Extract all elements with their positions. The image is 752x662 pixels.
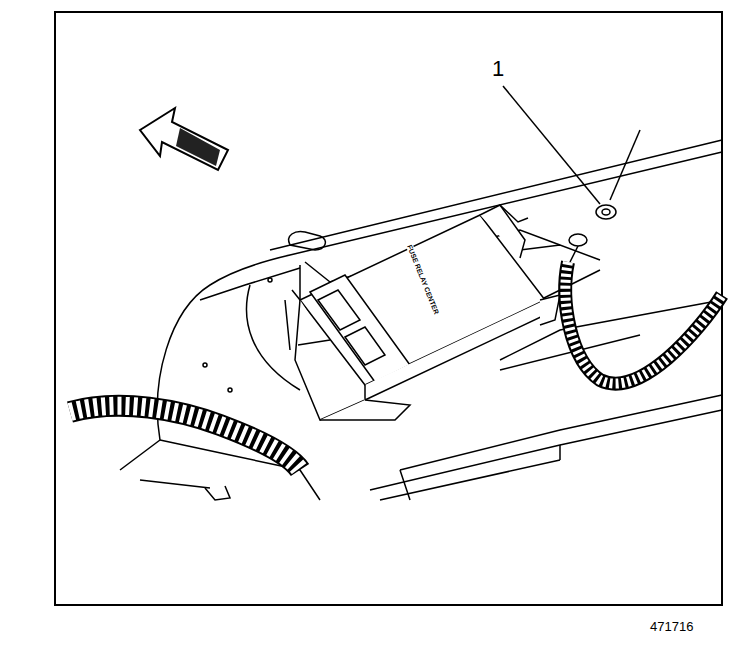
figure-number: 471716: [650, 620, 693, 633]
instrument-panel: [120, 140, 722, 500]
frame: [55, 12, 722, 605]
callout-number: 1: [492, 58, 504, 80]
direction-arrow: [140, 108, 228, 170]
fuse-relay-center: [285, 205, 560, 420]
grommet: [569, 130, 640, 262]
wiring-harness: [70, 262, 722, 470]
leader-line: [503, 86, 600, 204]
